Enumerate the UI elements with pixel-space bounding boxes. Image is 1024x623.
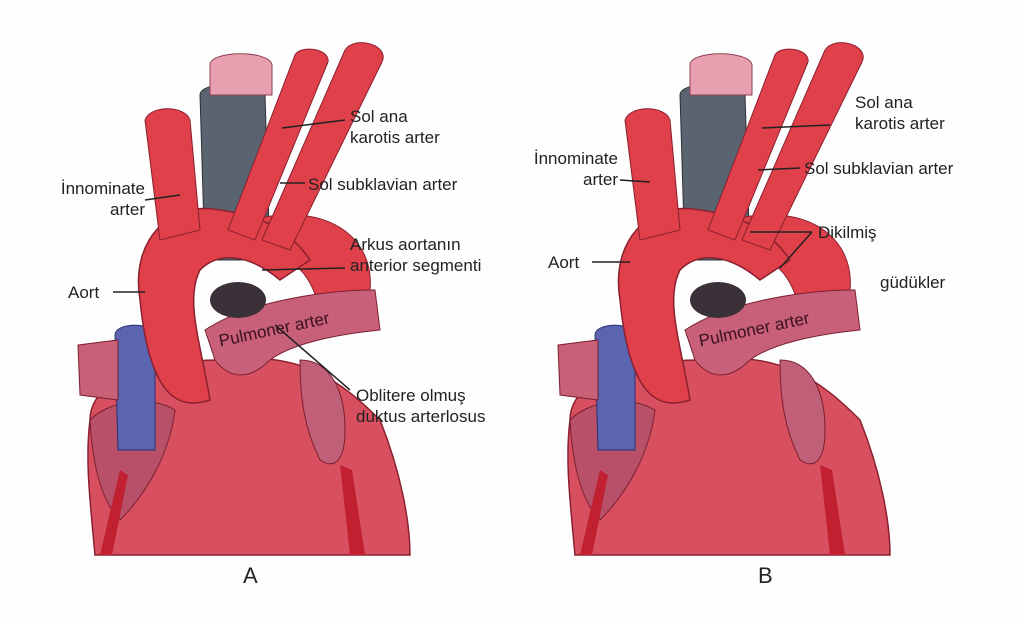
label-sol-subklavian-b: Sol subklavian arter bbox=[804, 159, 954, 178]
leader-lines-b bbox=[592, 124, 831, 269]
label-aort-a: Aort bbox=[68, 283, 100, 302]
label-gudukler-b: güdükler bbox=[880, 273, 946, 292]
label-sol-subklavian-a: Sol subklavian arter bbox=[308, 175, 458, 194]
label-aort-b: Aort bbox=[548, 253, 580, 272]
panel-letter-b: B bbox=[758, 563, 773, 588]
leader-lines-a bbox=[113, 119, 351, 391]
label-dikilmis-b: Dikilmiş bbox=[818, 223, 877, 242]
heart-illustration-b bbox=[557, 41, 891, 556]
panel-letter-a: A bbox=[243, 563, 258, 588]
